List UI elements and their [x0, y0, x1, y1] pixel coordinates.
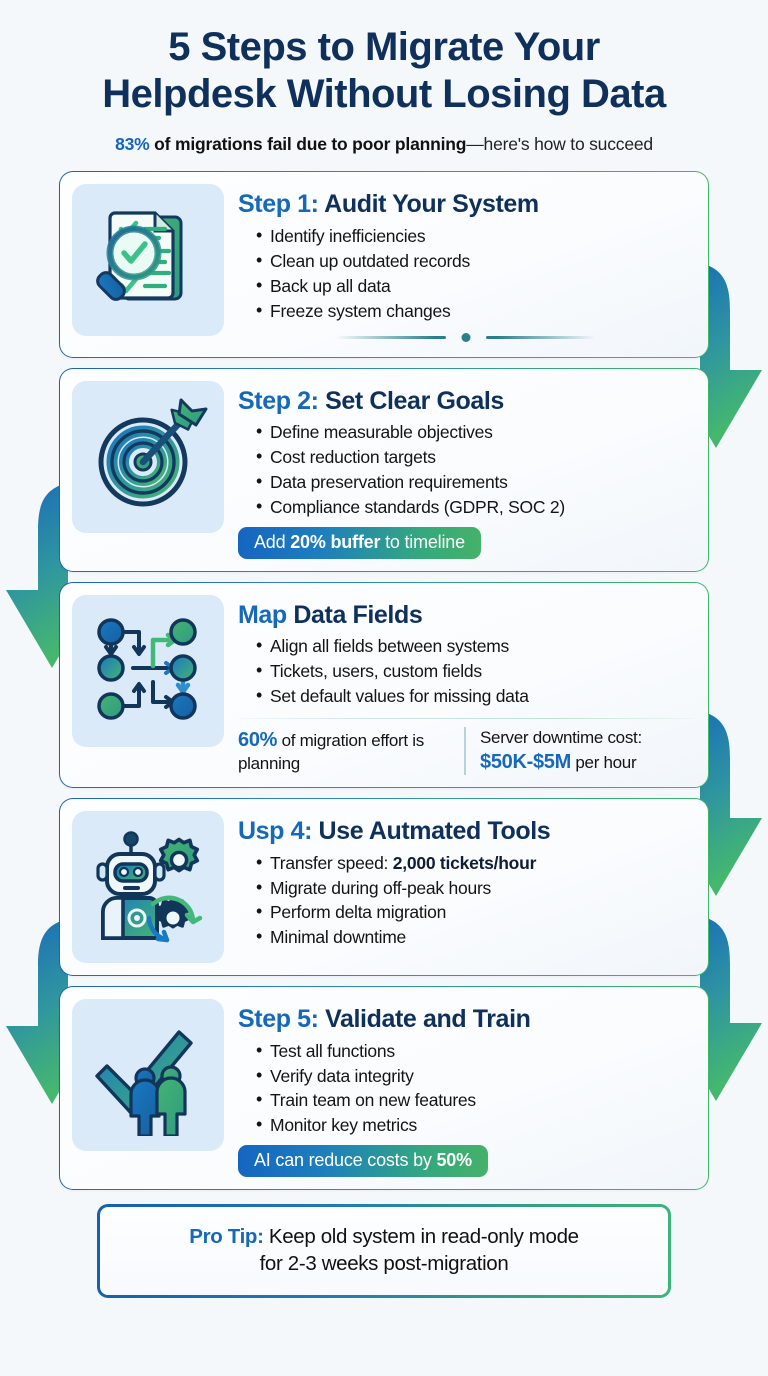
- pro-tip-line-2: for 2-3 weeks post-migration: [259, 1252, 509, 1276]
- step-card-3[interactable]: Map Data Fields Align all fields between…: [59, 582, 709, 788]
- list-item: Minimal downtime: [256, 924, 694, 950]
- subtitle-bold: of migrations fail due to poor planning: [149, 134, 467, 155]
- list-item: Monitor key metrics: [256, 1112, 694, 1138]
- pro-tip-box[interactable]: Pro Tip: Keep old system in read-only mo…: [97, 1204, 671, 1298]
- step-bullets-3: Align all fields between systems Tickets…: [238, 633, 694, 709]
- subtitle: 83% of migrations fail due to poor plann…: [28, 134, 740, 155]
- step-title-rest-5: Validate and Train: [318, 1005, 531, 1033]
- stat-planning-effort: 60% of migration effort is planning: [238, 727, 464, 775]
- step-title-rest-3: Data Fields: [286, 600, 423, 629]
- badge-prefix: Add: [254, 531, 291, 552]
- badge-highlight: 20% buffer: [290, 531, 381, 552]
- subtitle-tail: —here's how to succeed: [466, 134, 653, 155]
- list-item: Verify data integrity: [256, 1063, 694, 1089]
- step-card-4[interactable]: Usp 4: Use Autmated Tools Transfer speed…: [59, 798, 709, 976]
- step-title-2: Step 2: Set Clear Goals: [238, 387, 694, 416]
- list-item: Align all fields between systems: [256, 633, 694, 659]
- step-bullets-1: Identify inefficiencies Clean up outdate…: [238, 223, 694, 324]
- stat-label: per hour: [570, 753, 637, 772]
- list-item: Set default values for missing data: [256, 683, 694, 709]
- divider-ornament: [336, 331, 596, 343]
- step-5-badge: AI can reduce costs by 50%: [238, 1145, 488, 1178]
- stat-label-top: Server downtime cost:: [480, 727, 642, 747]
- pro-tip-section: Pro Tip: Keep old system in read-only mo…: [97, 1204, 671, 1298]
- header: 5 Steps to Migrate Your Helpdesk Without…: [0, 0, 768, 155]
- list-item: Perform delta migration: [256, 899, 694, 925]
- step-title-lead-4: Usp 4:: [238, 817, 313, 845]
- step-title-lead-2: Step 2:: [238, 386, 319, 415]
- ornament-wing-left: [336, 335, 446, 339]
- stat-downtime-cost: Server downtime cost: $50K-$5M per hour: [464, 726, 694, 775]
- step-title-lead-5: Step 5:: [238, 1005, 319, 1033]
- step-bullets-5: Test all functions Verify data integrity…: [238, 1038, 694, 1138]
- step-title-rest-1: Audit Your System: [318, 190, 539, 219]
- list-item: Clean up outdated records: [256, 248, 694, 274]
- list-item: Train team on new features: [256, 1087, 694, 1113]
- list-item: Back up all data: [256, 273, 694, 299]
- robot-automation-gears-icon: [72, 811, 224, 963]
- ornament-wing-right: [486, 335, 596, 339]
- bullet-text: Transfer speed:: [270, 852, 393, 873]
- ornament-dot: [461, 332, 471, 342]
- badge-prefix: AI can reduce costs by: [254, 1150, 437, 1171]
- step-title-5: Step 5: Validate and Train: [238, 1005, 694, 1034]
- list-item: Data preservation requirements: [256, 469, 694, 495]
- step-title-4: Usp 4: Use Autmated Tools: [238, 817, 694, 846]
- stat-value: 60%: [238, 728, 278, 751]
- data-mapping-nodes-icon: [72, 594, 224, 747]
- page-title: 5 Steps to Migrate Your Helpdesk Without…: [28, 24, 740, 118]
- step-title-lead-3: Map: [238, 600, 287, 629]
- list-item: Test all functions: [256, 1038, 694, 1064]
- step-card-5[interactable]: Step 5: Validate and Train Test all func…: [59, 986, 709, 1190]
- list-item: Transfer speed: 2,000 tickets/hour: [256, 850, 694, 876]
- list-item: Cost reduction targets: [256, 444, 694, 470]
- checkmark-team-validate-icon: [72, 999, 224, 1151]
- step-bullets-2: Define measurable objectives Cost reduct…: [238, 419, 694, 520]
- badge-highlight: 50%: [436, 1150, 473, 1171]
- list-item: Compliance standards (GDPR, SOC 2): [256, 494, 694, 520]
- step-title-rest-4: Use Autmated Tools: [312, 817, 551, 845]
- subtitle-stat: 83%: [115, 134, 150, 155]
- step-title-1: Step 1: Audit Your System: [238, 190, 694, 219]
- step-title-3: Map Data Fields: [238, 601, 694, 630]
- stat-label: of migration effort is planning: [238, 730, 424, 773]
- bullet-highlight: 2,000 tickets/hour: [392, 852, 537, 873]
- list-item: Freeze system changes: [256, 298, 694, 324]
- title-line-1: 5 Steps to Migrate Your: [168, 25, 600, 69]
- step-3-stats: 60% of migration effort is planning Serv…: [238, 717, 694, 775]
- target-bullseye-arrow-icon: [72, 380, 224, 533]
- step-card-1[interactable]: Step 1: Audit Your System Identify ineff…: [59, 171, 709, 357]
- stat-value: $50K-$5M: [480, 751, 571, 773]
- step-2-badge: Add 20% buffer to timeline: [238, 526, 481, 559]
- list-item: Identify inefficiencies: [256, 223, 694, 249]
- pro-tip-line-1: Keep old system in read-only mode: [263, 1225, 579, 1249]
- list-item: Tickets, users, custom fields: [256, 658, 694, 684]
- list-item: Migrate during off-peak hours: [256, 875, 694, 901]
- pro-tip-lead: Pro Tip:: [189, 1225, 264, 1249]
- step-bullets-4: Transfer speed: 2,000 tickets/hour Migra…: [238, 850, 694, 950]
- step-card-2[interactable]: Step 2: Set Clear Goals Define measurabl…: [59, 368, 709, 572]
- title-line-2: Helpdesk Without Losing Data: [102, 72, 666, 117]
- steps-list: Step 1: Audit Your System Identify ineff…: [0, 171, 768, 1190]
- badge-suffix: to timeline: [380, 531, 465, 552]
- step-title-rest-2: Set Clear Goals: [318, 386, 504, 415]
- list-item: Define measurable objectives: [256, 419, 694, 445]
- step-title-lead-1: Step 1:: [238, 190, 319, 219]
- pro-tip-text: Pro Tip: Keep old system in read-only mo…: [103, 1210, 665, 1292]
- audit-checklist-magnifier-icon: [72, 184, 224, 337]
